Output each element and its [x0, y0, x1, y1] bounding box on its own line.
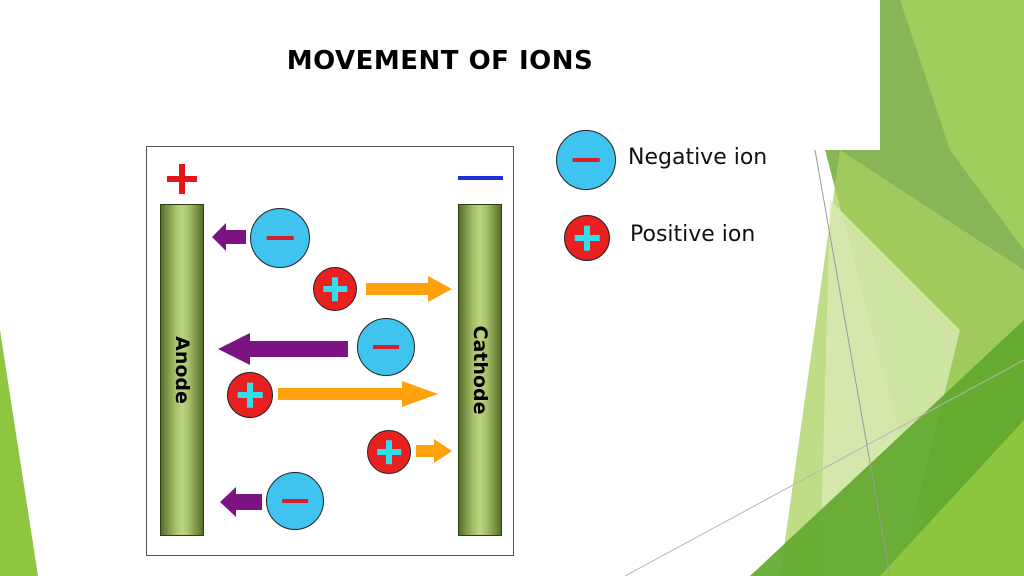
legend-negative-label: Negative ion	[628, 145, 768, 170]
bottom-right-bright-shard	[880, 420, 1024, 576]
positive-ion	[367, 430, 411, 474]
plus-glyph-v	[584, 225, 590, 251]
arrow-to-cathode-3	[416, 439, 452, 463]
positive-ion	[227, 372, 273, 418]
thin-line-2	[624, 359, 1024, 576]
legend-positive-ion-icon	[564, 215, 610, 261]
plus-glyph-v	[332, 277, 338, 301]
page-title: MOVEMENT OF IONS	[286, 46, 594, 76]
title-white-panel	[0, 0, 880, 150]
negative-ion	[250, 208, 310, 268]
legend-positive-label: Positive ion	[630, 222, 756, 247]
plus-glyph-v	[386, 440, 392, 464]
minus-glyph	[373, 345, 399, 349]
left-edge-green-shard	[0, 330, 38, 576]
arrow-to-anode-3	[220, 487, 262, 517]
cathode-minus-sign	[458, 176, 503, 180]
legend-negative-ion-icon	[556, 130, 616, 190]
negative-ion	[266, 472, 324, 530]
minus-glyph	[282, 499, 308, 503]
anode-electrode	[160, 204, 204, 536]
top-right-light-band	[900, 0, 1024, 250]
plus-glyph-v	[247, 382, 253, 408]
anode-label: Anode	[171, 336, 193, 404]
arrow-to-cathode-1	[366, 276, 452, 302]
arrow-to-anode-2	[218, 333, 348, 365]
thin-line-1	[814, 149, 891, 576]
negative-ion	[357, 318, 415, 376]
arrow-to-cathode-2	[278, 381, 438, 407]
cathode-electrode	[458, 204, 502, 536]
minus-glyph	[572, 158, 600, 162]
positive-ion	[313, 267, 357, 311]
arrow-to-anode-1	[212, 223, 246, 251]
cathode-label: Cathode	[469, 325, 491, 415]
title-panel-right-notch	[786, 0, 880, 16]
minus-glyph	[266, 236, 294, 240]
anode-plus-sign	[167, 164, 197, 194]
